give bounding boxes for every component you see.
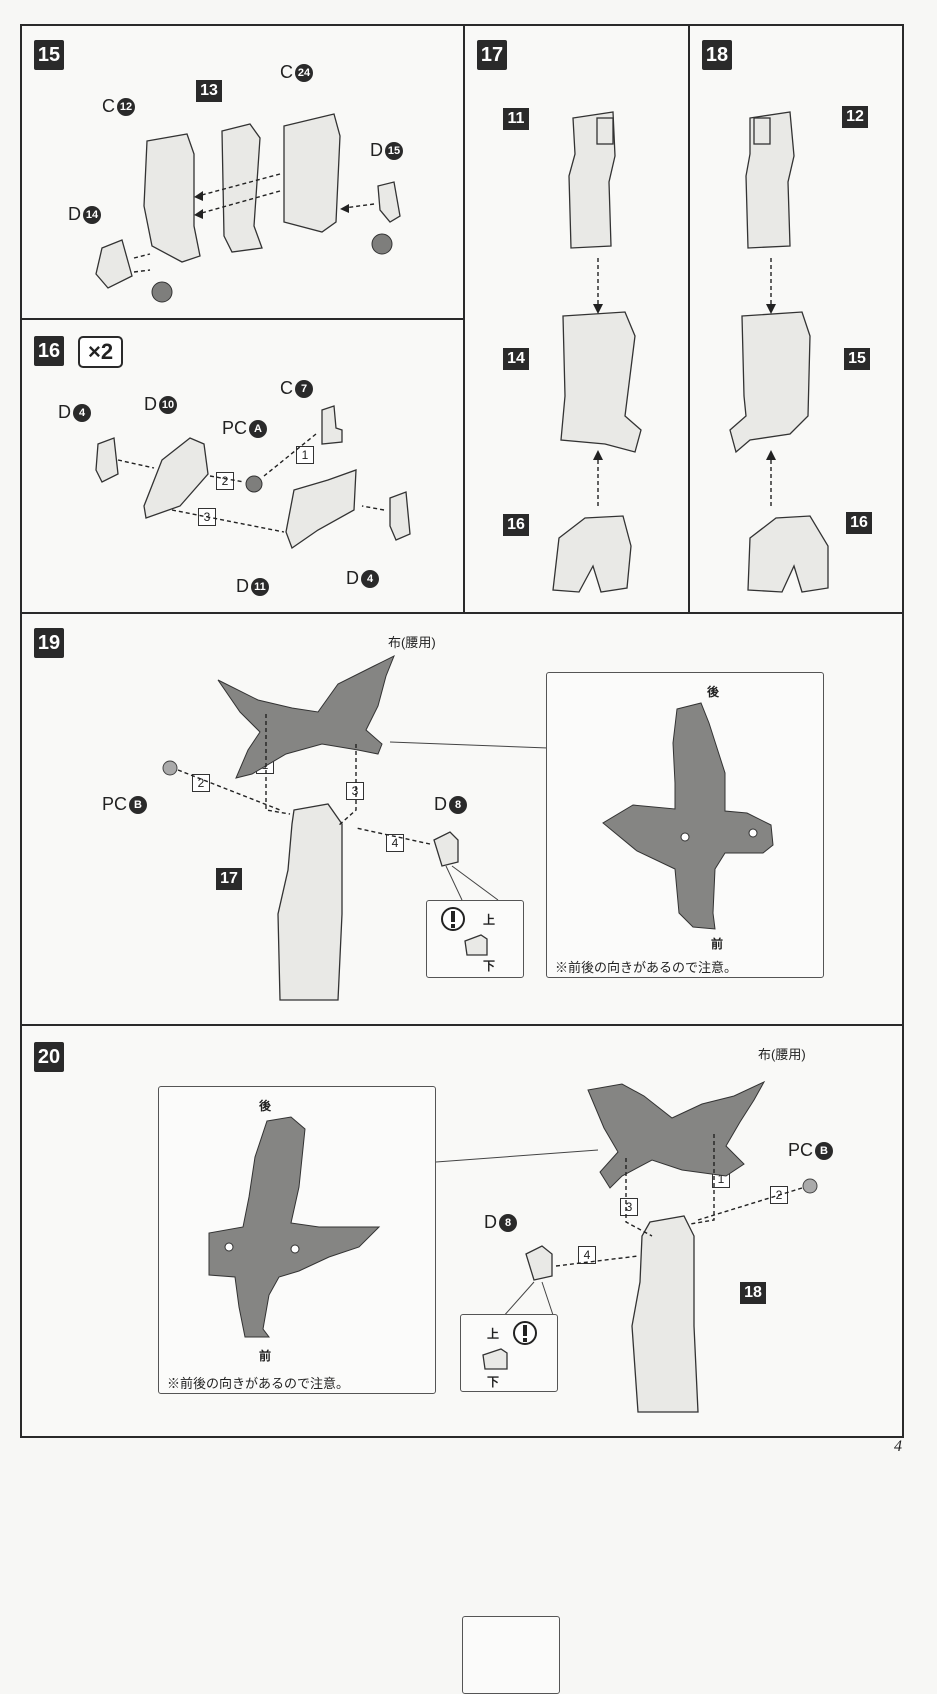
label-up: 上 xyxy=(483,913,496,927)
subassembly-ref-17: 17 xyxy=(216,868,242,890)
cloth-diagram xyxy=(208,1116,381,1338)
step-20-diagram xyxy=(435,1080,818,1413)
step-20-orientation-inset: 後 前 ※前後の向きがあるので注意。 xyxy=(158,1086,436,1394)
subassembly-ref-11: 11 xyxy=(503,108,529,130)
cloth-diagram xyxy=(602,702,774,930)
subassembly-ref-12: 12 xyxy=(842,106,868,128)
label-up: 上 xyxy=(487,1327,500,1341)
subassembly-ref-16: 16 xyxy=(846,512,872,534)
order-2: 2 xyxy=(192,774,210,792)
orientation-note: ※前後の向きがあるので注意。 xyxy=(555,960,738,975)
step-18-diagram xyxy=(729,111,829,593)
label-down: 下 xyxy=(483,959,496,973)
step-18-panel: 18 12 15 16 xyxy=(688,24,904,614)
caution-inset xyxy=(462,1616,560,1694)
step-19-diagram xyxy=(162,654,549,1001)
label-back: 後 xyxy=(259,1099,272,1113)
subassembly-ref-14: 14 xyxy=(503,348,529,370)
page-number: 4 xyxy=(894,1438,902,1455)
label-front: 前 xyxy=(711,937,724,951)
step-number: 18 xyxy=(702,40,732,70)
subassembly-ref-15: 15 xyxy=(844,348,870,370)
orientation-inset: 後 前 ※前後の向きがあるので注意。 xyxy=(546,672,824,978)
label-down: 下 xyxy=(487,1375,500,1389)
subassembly-ref-18: 18 xyxy=(740,1282,766,1304)
order-4: 4 xyxy=(386,834,404,852)
caution-inset: 上 下 xyxy=(426,900,524,978)
cloth-label: 布(腰用) xyxy=(758,1047,806,1062)
step-number: 20 xyxy=(34,1042,64,1072)
cloth-label: 布(腰用) xyxy=(388,635,436,650)
order-2: 2 xyxy=(216,472,234,490)
order-3: 3 xyxy=(346,782,364,800)
label-front: 前 xyxy=(259,1349,272,1363)
order-4: 4 xyxy=(578,1246,596,1264)
subassembly-ref-13: 13 xyxy=(196,80,222,102)
order-1: 1 xyxy=(296,446,314,464)
warning-icon xyxy=(441,907,488,956)
step-19-panel: 19 布(腰用) PCB D8 17 1 2 3 4 上 下 後 xyxy=(20,612,904,1026)
step-17-panel: 17 11 14 16 xyxy=(463,24,690,614)
step-16-diagram xyxy=(95,405,411,550)
orientation-note: ※前後の向きがあるので注意。 xyxy=(167,1376,350,1391)
step-20-caution-inset-visible: 上 下 xyxy=(460,1314,558,1392)
step-number: 16 xyxy=(34,336,64,366)
step-number: 15 xyxy=(34,40,64,70)
step-17-diagram xyxy=(552,111,642,593)
step-15-diagram xyxy=(95,113,401,303)
warning-icon xyxy=(482,1321,537,1370)
subassembly-ref-16: 16 xyxy=(503,514,529,536)
order-3: 3 xyxy=(620,1198,638,1216)
step-number: 19 xyxy=(34,628,64,658)
label-back: 後 xyxy=(707,685,720,699)
step-number: 17 xyxy=(477,40,507,70)
quantity-badge: ×2 xyxy=(78,336,124,368)
